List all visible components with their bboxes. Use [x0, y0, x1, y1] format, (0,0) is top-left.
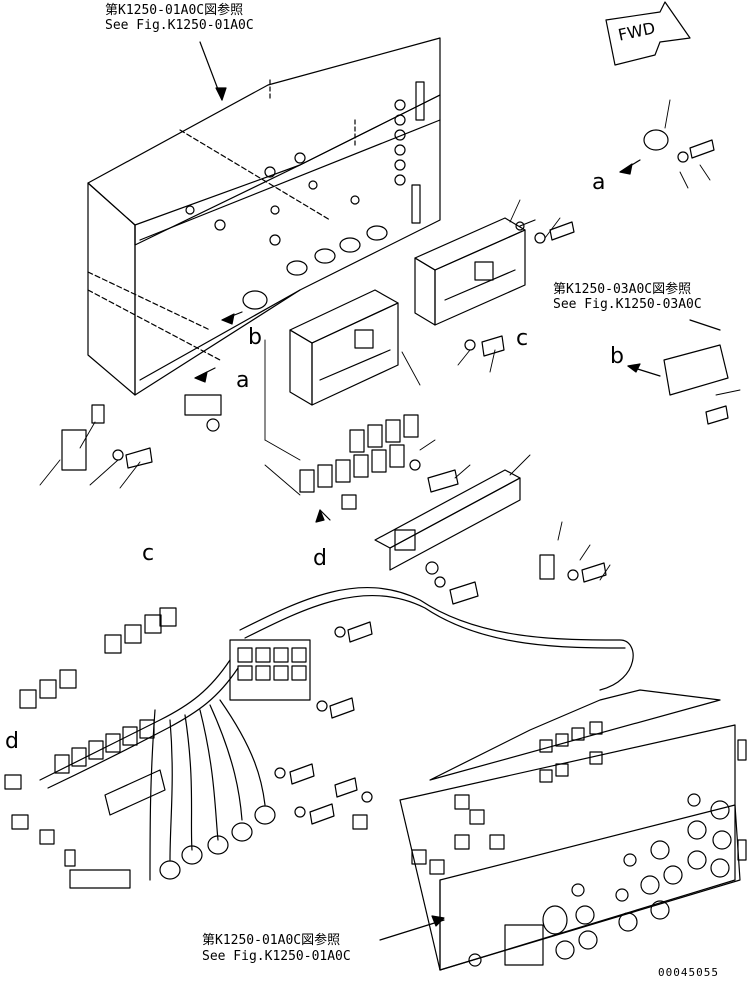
- letter-d-mid: d: [313, 546, 327, 571]
- letter-b-mid: b: [248, 325, 262, 350]
- reference-right-en: See Fig.K1250-03A0C: [553, 297, 702, 312]
- harness-fasteners: [274, 621, 373, 825]
- reference-bottom-en: See Fig.K1250-01A0C: [202, 949, 351, 964]
- small-relay-bracket: [61, 311, 243, 471]
- side-connector: [627, 344, 729, 425]
- part-leaders: [39, 99, 741, 581]
- letter-a-mid: a: [236, 368, 250, 393]
- letter-c-harness: c: [142, 541, 155, 566]
- part-number: 00045055: [658, 966, 719, 979]
- controller-unit-right: [414, 217, 575, 326]
- relay-block: [299, 414, 607, 605]
- letter-d-left: d: [5, 729, 19, 754]
- fwd-arrow-icon: [605, 1, 691, 66]
- reference-leaders: [199, 41, 721, 941]
- reference-top-jp: 第K1250-01A0C図参照: [105, 3, 244, 18]
- letter-a-top: a: [592, 170, 606, 195]
- wiring-harness: [4, 587, 634, 889]
- reference-top-en: See Fig.K1250-01A0C: [105, 18, 254, 33]
- reference-bottom-jp: 第K1250-01A0C図参照: [202, 933, 341, 948]
- control-panel: [352, 689, 747, 971]
- letter-c-right: c: [516, 326, 529, 351]
- letter-b-right: b: [610, 344, 624, 369]
- reference-right-jp: 第K1250-03A0C図参照: [553, 282, 692, 297]
- control-box-housing: [87, 37, 441, 396]
- ground-component: [619, 129, 715, 175]
- controller-unit-middle: [289, 289, 505, 406]
